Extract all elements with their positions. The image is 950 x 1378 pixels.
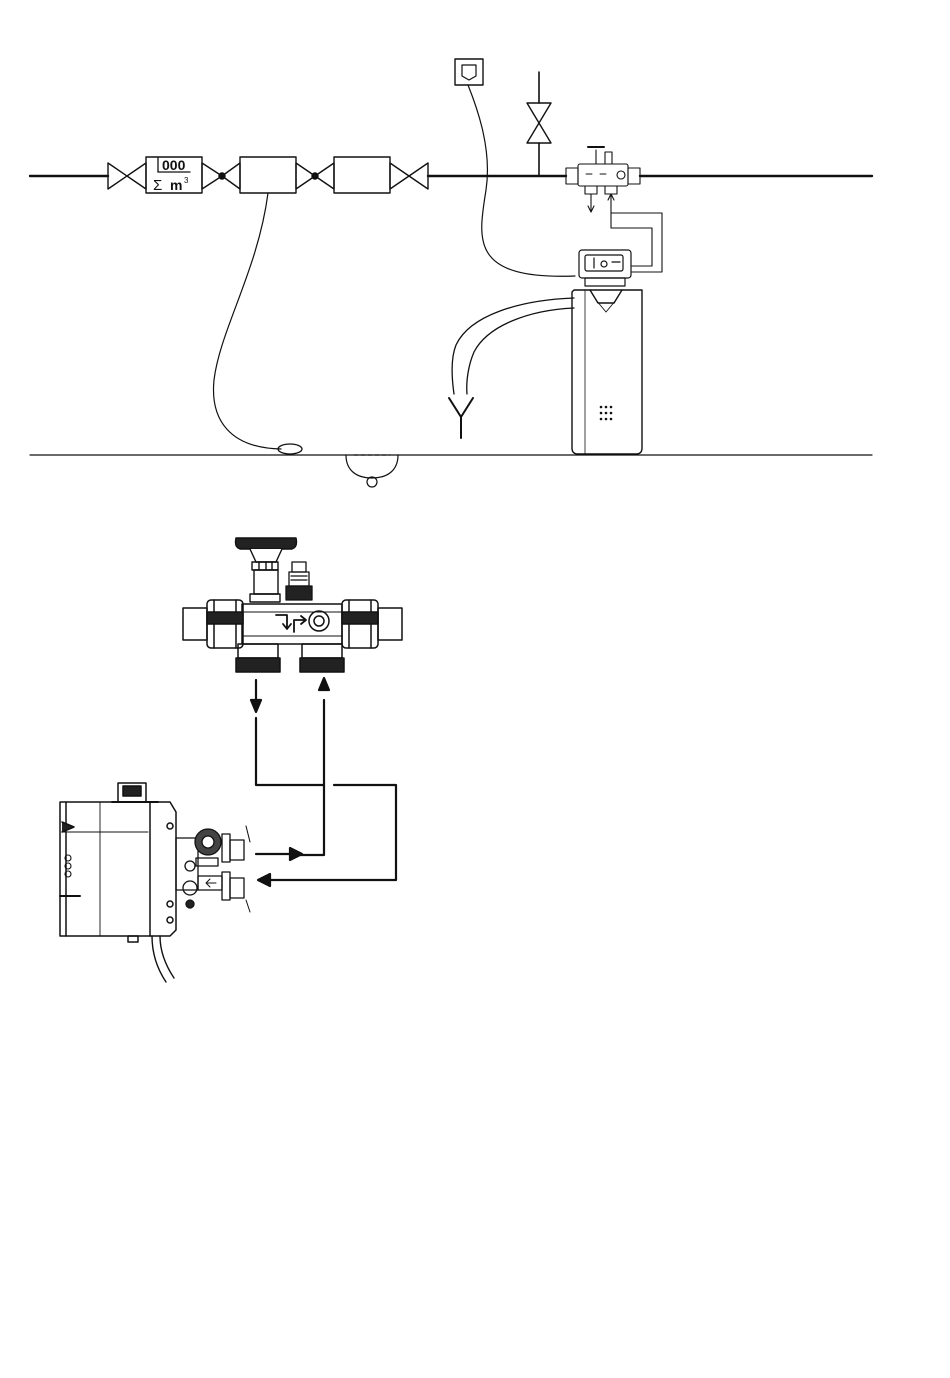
water-sensor	[278, 444, 302, 454]
filter-unit	[240, 157, 296, 193]
softener-head-detail	[60, 783, 250, 982]
cartridge-valve	[286, 562, 312, 600]
meter-reading: 000	[162, 157, 186, 173]
connection-block-small	[566, 147, 640, 194]
control-housing	[60, 783, 176, 942]
power-cable	[468, 85, 575, 276]
power-cable	[160, 936, 174, 978]
shutoff-valve-icon	[296, 163, 334, 189]
port-assembly	[176, 826, 250, 912]
housing-symbols	[60, 855, 80, 896]
supply-lines	[588, 194, 662, 272]
pressure-reducer-unit	[334, 157, 390, 193]
meter-unit-exponent: 3	[184, 176, 189, 185]
shutoff-valve-icon	[202, 163, 240, 189]
meter-unit: m	[170, 177, 182, 193]
softener-grille	[600, 406, 613, 421]
shutoff-valve-icon	[108, 163, 146, 189]
water-meter: 000 Σ m 3	[146, 157, 202, 194]
sensor-cable	[214, 193, 281, 449]
flow-lines	[251, 678, 396, 886]
meter-sum-symbol: Σ	[153, 177, 162, 194]
valve-body	[183, 600, 402, 648]
branch-valve-icon	[527, 103, 551, 143]
branch-pipe	[527, 72, 551, 176]
softener-control-head	[579, 250, 631, 286]
drain-funnel-icon	[449, 398, 473, 438]
drain-hose	[467, 308, 574, 394]
shutoff-valve-icon	[390, 163, 428, 189]
water-softener-tank	[572, 290, 642, 454]
top-schematic: 000 Σ m 3	[30, 59, 872, 487]
floor-drain	[346, 455, 398, 487]
drain-hose	[452, 298, 574, 394]
power-outlet-icon	[455, 59, 483, 85]
valve-outlets	[236, 644, 344, 672]
